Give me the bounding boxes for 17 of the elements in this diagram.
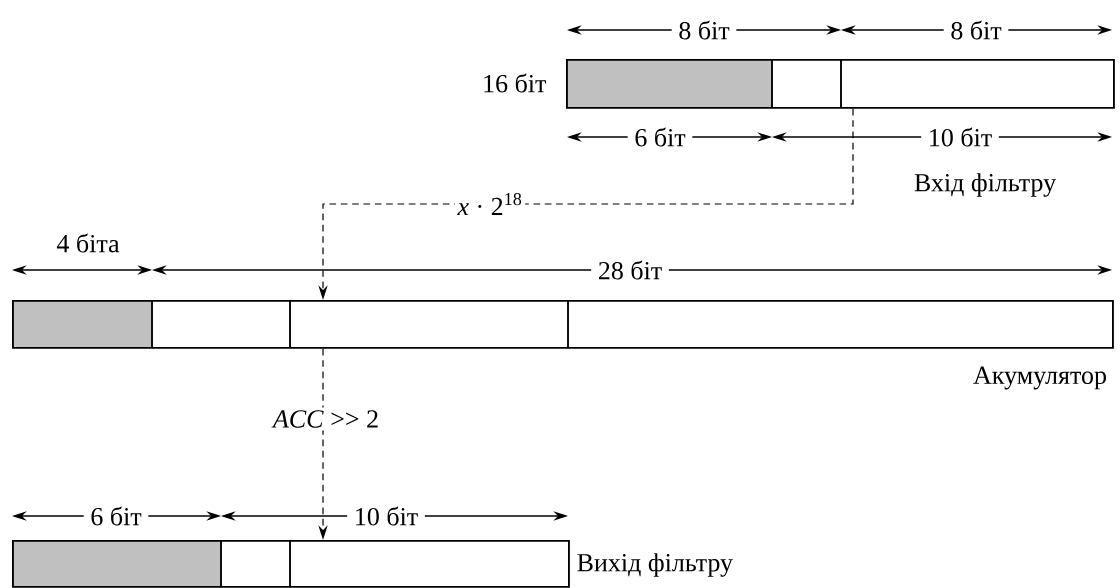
- register-label: Вхід фільтру: [914, 173, 1056, 197]
- register-box: [12, 539, 570, 588]
- register-label: Акумулятор: [973, 366, 1106, 390]
- bit-width-label: 28 біт: [591, 259, 669, 281]
- edge-label: x · 2$^{18}$: [457, 192, 522, 216]
- bit-width-label: 8 біт: [671, 19, 737, 41]
- bit-width-label: 8 біт: [943, 19, 1009, 41]
- edge-label: ACC >> 2: [271, 410, 378, 428]
- register-box: [12, 299, 1114, 349]
- register-box: [566, 58, 1115, 109]
- bit-width-label: 10 біт: [347, 505, 425, 527]
- register-label: Вихід фільтру: [577, 553, 733, 577]
- register-label: 16 біт: [484, 73, 547, 93]
- bit-width-label: 6 біт: [83, 505, 149, 527]
- bit-width-label: 10 біт: [921, 126, 999, 148]
- bit-width-label: 4 біта: [49, 232, 127, 254]
- bit-width-label: 6 біт: [627, 126, 693, 148]
